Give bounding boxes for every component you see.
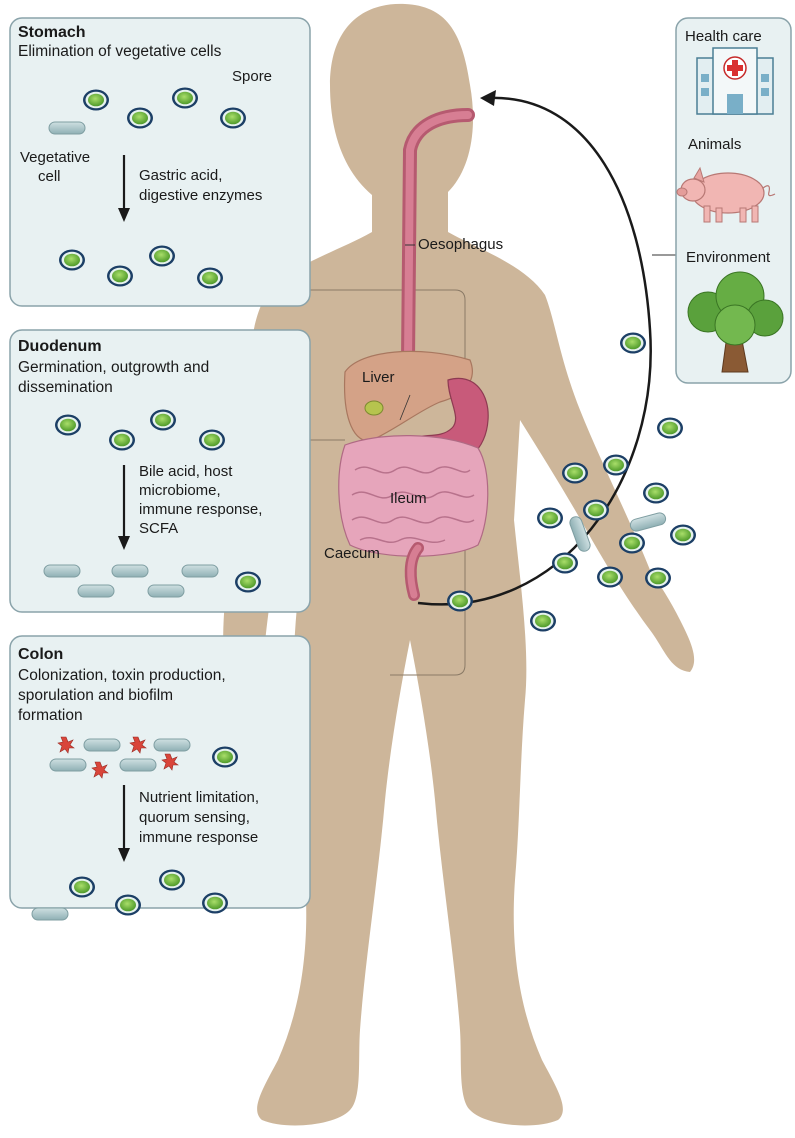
vegetative-cell <box>49 122 85 134</box>
colon-process-line3: immune response <box>139 828 258 847</box>
duodenum-remaining-spore <box>235 572 261 593</box>
stomach-process-line2: digestive enzymes <box>139 186 262 205</box>
colon-title: Colon <box>18 646 63 664</box>
spore-label: Spore <box>232 67 272 86</box>
vegetative-label-line2: cell <box>38 167 61 186</box>
duodenum-process-line1: Bile acid, host <box>139 462 232 481</box>
ileum-label: Ileum <box>390 490 427 507</box>
colon-vegetative-after <box>32 908 68 920</box>
colon-spore <box>212 747 238 768</box>
colon-subtitle-line1: Colonization, toxin production, <box>18 666 226 686</box>
stomach-title: Stomach <box>18 24 86 42</box>
duodenum-process-line2: microbiome, <box>139 481 221 500</box>
duodenum-process-line4: SCFA <box>139 519 178 538</box>
health-care-label: Health care <box>685 28 762 45</box>
hospital-icon <box>697 48 773 114</box>
duodenum-title: Duodenum <box>18 338 102 356</box>
animals-label: Animals <box>688 136 741 153</box>
liver-label: Liver <box>362 369 395 386</box>
stomach-process-line1: Gastric acid, <box>139 166 222 185</box>
duodenum-process-line3: immune response, <box>139 500 262 519</box>
caecum-label: Caecum <box>324 545 380 562</box>
colon-process-line2: quorum sensing, <box>139 808 250 827</box>
duodenum-subtitle-line1: Germination, outgrowth and <box>18 358 209 378</box>
duodenum-subtitle-line2: dissemination <box>18 378 113 398</box>
colon-subtitle-line2: sporulation and biofilm <box>18 686 173 706</box>
environment-label: Environment <box>686 249 770 266</box>
colon-subtitle-line3: formation <box>18 706 83 726</box>
oesophagus-label: Oesophagus <box>418 236 503 253</box>
colon-process-line1: Nutrient limitation, <box>139 788 259 807</box>
vegetative-label-line1: Vegetative <box>20 148 90 167</box>
transmission-arrowhead <box>480 90 496 106</box>
gallbladder <box>365 401 383 415</box>
stomach-subtitle: Elimination of vegetative cells <box>18 42 221 62</box>
